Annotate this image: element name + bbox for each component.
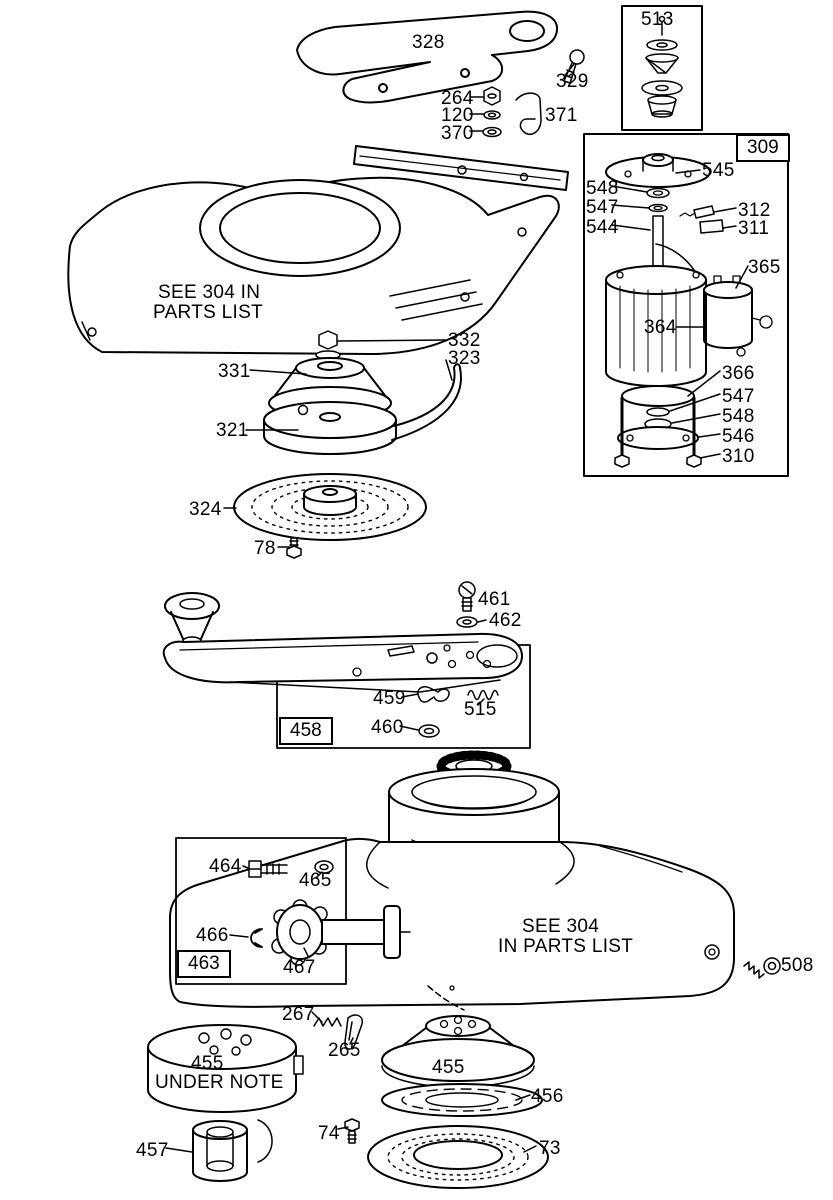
note-see-304-bottom-line1: SEE 304 xyxy=(522,916,600,937)
screw-461-icon xyxy=(458,581,476,612)
part-label-78: 78 xyxy=(254,538,276,559)
part-label-370: 370 xyxy=(441,123,474,144)
inset-box-513 xyxy=(621,5,703,131)
note-see-304-top-line2: PARTS LIST xyxy=(153,302,263,323)
part-label-323: 323 xyxy=(448,348,481,369)
screw-508-icon xyxy=(743,957,781,979)
spring-515-icon xyxy=(467,689,499,701)
inset-box-309 xyxy=(583,133,789,477)
part-label-547-lower: 547 xyxy=(722,386,755,407)
part-label-324: 324 xyxy=(189,499,222,520)
part-label-267: 267 xyxy=(282,1004,315,1025)
part-label-464: 464 xyxy=(209,856,242,877)
part-label-120: 120 xyxy=(441,105,474,126)
bolt-74-icon xyxy=(344,1118,360,1144)
part-label-331: 331 xyxy=(218,361,251,382)
part-label-332: 332 xyxy=(448,330,481,351)
spindle-pulley-assembly xyxy=(263,330,462,455)
part-label-466: 466 xyxy=(196,925,229,946)
inset-label-458: 458 xyxy=(279,717,333,745)
part-label-310: 310 xyxy=(722,446,755,467)
part-label-513: 513 xyxy=(641,9,674,30)
part-label-457: 457 xyxy=(136,1140,169,1161)
bolt-464-icon xyxy=(248,860,288,878)
part-label-366: 366 xyxy=(722,363,755,384)
clutch-parts xyxy=(147,1014,549,1189)
part-label-455-center: 455 xyxy=(432,1057,465,1078)
bolt-78-icon xyxy=(286,537,302,559)
part-label-546: 546 xyxy=(722,426,755,447)
part-label-459: 459 xyxy=(373,688,406,709)
part-label-544: 544 xyxy=(586,217,619,238)
inset-label-463: 463 xyxy=(177,950,231,978)
part-label-545: 545 xyxy=(702,160,735,181)
spring-267-icon xyxy=(313,1017,342,1027)
part-label-265: 265 xyxy=(328,1040,361,1061)
retainer-457 xyxy=(192,1119,273,1182)
part-label-461: 461 xyxy=(478,589,511,610)
part-label-364: 364 xyxy=(644,317,677,338)
note-see-304-top-line1: SEE 304 IN xyxy=(158,282,261,303)
engine-housing-assembly xyxy=(169,750,781,1011)
lever-assembly-458 xyxy=(162,581,531,749)
part-label-547-upper: 547 xyxy=(586,197,619,218)
washer-465-icon xyxy=(314,860,334,874)
leader-lines xyxy=(165,63,749,1153)
starter-clutch-housing xyxy=(388,750,560,858)
clip-459-icon xyxy=(417,686,450,703)
part-label-462: 462 xyxy=(489,610,522,631)
note-under-note: UNDER NOTE xyxy=(155,1072,284,1093)
drum-455-left xyxy=(147,1024,304,1113)
bracket-328 xyxy=(296,10,559,104)
deck-assembly xyxy=(67,145,569,355)
part-label-456: 456 xyxy=(531,1086,564,1107)
note-see-304-bottom-line2: IN PARTS LIST xyxy=(498,936,634,957)
part-label-328: 328 xyxy=(412,32,445,53)
washer-462-icon xyxy=(456,616,478,628)
part-label-460: 460 xyxy=(371,717,404,738)
part-label-311: 311 xyxy=(738,218,770,239)
clip-265-icon xyxy=(344,1014,364,1050)
part-label-74: 74 xyxy=(318,1123,340,1144)
solenoid-365 xyxy=(703,275,773,357)
part-label-312: 312 xyxy=(738,200,771,221)
knob-467 xyxy=(271,899,411,966)
part-label-467: 467 xyxy=(283,957,316,978)
part-label-455-left: 455 xyxy=(191,1053,224,1074)
part-label-465: 465 xyxy=(299,870,332,891)
inset-label-309: 309 xyxy=(736,134,790,162)
screen-73 xyxy=(367,1125,549,1189)
part-label-264: 264 xyxy=(441,88,474,109)
washer-460-icon xyxy=(418,724,440,738)
ring-466-icon xyxy=(250,928,263,948)
fasteners-264-120-370-371 xyxy=(482,86,542,138)
washer-456-icon xyxy=(381,1083,543,1117)
part-label-365: 365 xyxy=(748,257,781,278)
part-label-515: 515 xyxy=(464,699,497,720)
disc-324 xyxy=(233,473,427,559)
part-label-371: 371 xyxy=(545,105,578,126)
part-label-548-upper: 548 xyxy=(586,178,619,199)
part-label-548-lower: 548 xyxy=(722,406,755,427)
part-label-73: 73 xyxy=(539,1138,561,1159)
part-label-321: 321 xyxy=(216,420,249,441)
part-label-329: 329 xyxy=(556,71,589,92)
part-label-508: 508 xyxy=(781,955,814,976)
